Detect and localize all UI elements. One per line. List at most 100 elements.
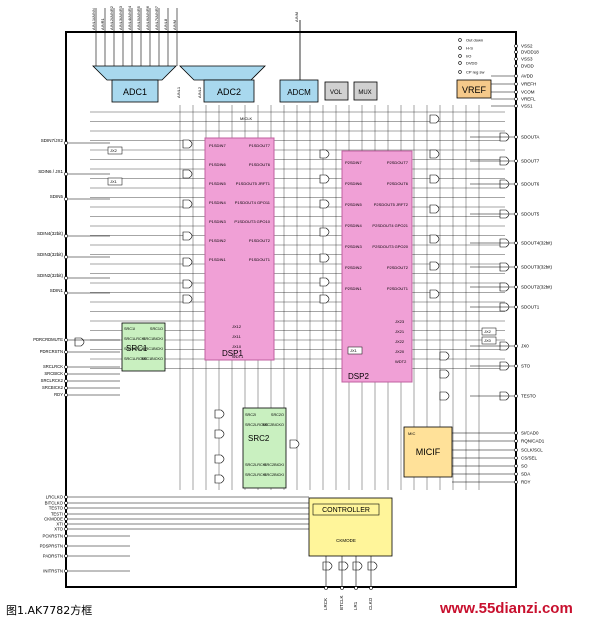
mux-symbol <box>289 439 300 449</box>
analog-input-label: AINL6/AINR6 <box>145 5 150 30</box>
left-bottom-pin-label: CKMODE <box>44 517 63 522</box>
pin-terminal <box>64 291 68 295</box>
mux-symbol <box>319 199 330 209</box>
pin-terminal <box>514 64 518 68</box>
pin-terminal <box>64 501 68 505</box>
src2-port-label: SRC2LRCKO <box>245 423 268 427</box>
left-src-pin-label: RDY <box>54 392 63 397</box>
pin-terminal <box>514 159 518 163</box>
mux-symbol <box>214 429 225 439</box>
src1-port-label: SRC1BICKI <box>143 347 163 351</box>
misc-label: JX0 <box>484 338 492 343</box>
pin-terminal <box>458 38 462 42</box>
pin-terminal <box>64 197 68 201</box>
dsp2-port-label: P2SDOUT2 <box>387 265 409 270</box>
mux-symbol <box>322 561 333 571</box>
mux-symbol <box>319 294 330 304</box>
dsp1-port-label: P1SDIN3 <box>209 219 226 224</box>
right-output-pin-label: SDOUT2(32bit) <box>521 285 553 290</box>
pin-terminal <box>64 338 68 342</box>
dsp2-port-label: P2SDIN4 <box>345 223 362 228</box>
pin-terminal <box>458 54 462 58</box>
mux-symbol <box>182 257 193 267</box>
right-power-pin-label: DVDD <box>521 64 535 69</box>
src1-label: SRC1 <box>126 344 148 353</box>
left-input-label: SDIN7/JX2 <box>41 138 64 143</box>
analog-input-label: AINL1/AINN <box>91 8 96 30</box>
pin-terminal <box>64 393 68 397</box>
misc-label: AINL2 <box>197 86 202 98</box>
pin-terminal <box>64 522 68 526</box>
pin-terminal <box>514 472 518 476</box>
mux-symbol <box>182 231 193 241</box>
mux-symbol <box>182 294 193 304</box>
pin-terminal <box>64 544 68 548</box>
right-micif-pin-label: SDA <box>521 472 530 477</box>
dsp1-port-label: P1SDIN2 <box>209 238 226 243</box>
pin-terminal <box>64 365 68 369</box>
right-power-pin-label: VSS2 <box>521 44 533 49</box>
dsp1-port-label: P1SDOUT2 <box>249 238 271 243</box>
pin-terminal <box>324 586 328 590</box>
adcm-block: ADCM <box>279 79 319 103</box>
dsp1-port-label: P1SDOUT6 <box>249 162 271 167</box>
right-power-pin-label: AVDD <box>521 74 534 79</box>
pin-terminal <box>514 285 518 289</box>
src2-block: SRC2 <box>242 407 287 489</box>
mux-symbol <box>429 204 440 214</box>
right-power-pin-label: VSS3 <box>521 57 533 62</box>
pin-terminal <box>369 586 373 590</box>
left-bottom-pins: LRCLKOBITCLKOTESTOTESTICKMODEXTIXTOPCKRS… <box>40 495 309 574</box>
pin-terminal <box>340 586 344 590</box>
mux-symbol <box>429 149 440 159</box>
mux-symbol <box>319 174 330 184</box>
dsp2-port-label: WDT2 <box>395 359 407 364</box>
dsp1-port-label: P1SDIN7 <box>209 143 226 148</box>
left-input-label: SDIN6 / JX1 <box>38 169 63 174</box>
pin-terminal <box>514 344 518 348</box>
pin-terminal <box>514 464 518 468</box>
dsp2-port-label: P2SDIN7 <box>345 160 362 165</box>
misc-label: AINL1 <box>176 86 181 98</box>
dsp1-port-label: JX12 <box>232 324 242 329</box>
bottom-pin-label: CLKO <box>368 597 373 610</box>
left-bottom-pin-label: INITRSTN <box>43 569 63 574</box>
right-micif-pin-label: RQN/CAD1 <box>521 439 545 444</box>
dsp2-port-label: P2SDOUT1 <box>387 286 409 291</box>
pin-terminal <box>514 182 518 186</box>
misc-label: JX2 <box>110 148 118 153</box>
misc-label: JX2 <box>484 329 492 334</box>
left-bottom-pin-label: PCKRSTN <box>42 534 63 539</box>
pin-terminal <box>458 46 462 50</box>
src1-block: SRC1 <box>121 322 166 372</box>
dsp2-port-label: P2SDIN3 <box>345 244 362 249</box>
left-src-pin-label: SRCBICK2 <box>42 385 64 390</box>
right-power-pin-label: VSS1 <box>521 104 533 109</box>
dsp1-port-label: P1SDOUT5 JRFT1 <box>236 181 271 186</box>
dsp1-port-label: P1SDOUT4 GPO11 <box>235 200 271 205</box>
mux-symbol <box>74 337 85 347</box>
dsp2-port-label: P2SDOUT4 GPO21 <box>372 223 408 228</box>
left-bottom-pin-label: BITCLKO <box>45 501 64 506</box>
left-src-pins: PDRCRDMUTEPDRCRSTNSRCLRCKSRCBICKSRCLRCK2… <box>33 337 120 397</box>
dsp2-label: DSP2 <box>348 372 369 381</box>
mux-symbol <box>182 199 193 209</box>
src1-port-label: SRC1O <box>150 327 163 331</box>
vref-label: VREF <box>462 85 487 95</box>
pin-terminal <box>514 212 518 216</box>
dsp1-port-label: P1SDIN4 <box>209 200 226 205</box>
adcm-label: ADCM <box>287 88 311 97</box>
left-bottom-pin-label: TESTI <box>51 512 63 517</box>
mux-symbol <box>429 114 440 124</box>
src2-port-label: SRC2I <box>245 413 256 417</box>
pin-terminal <box>64 569 68 573</box>
dsp2-port-label: JX23 <box>395 319 405 324</box>
left-input-label: SDIN2(32bit) <box>37 273 64 278</box>
dsp2-port-label: P2SDOUT3 GPO20 <box>372 244 408 249</box>
src2-label: SRC2 <box>248 434 270 443</box>
